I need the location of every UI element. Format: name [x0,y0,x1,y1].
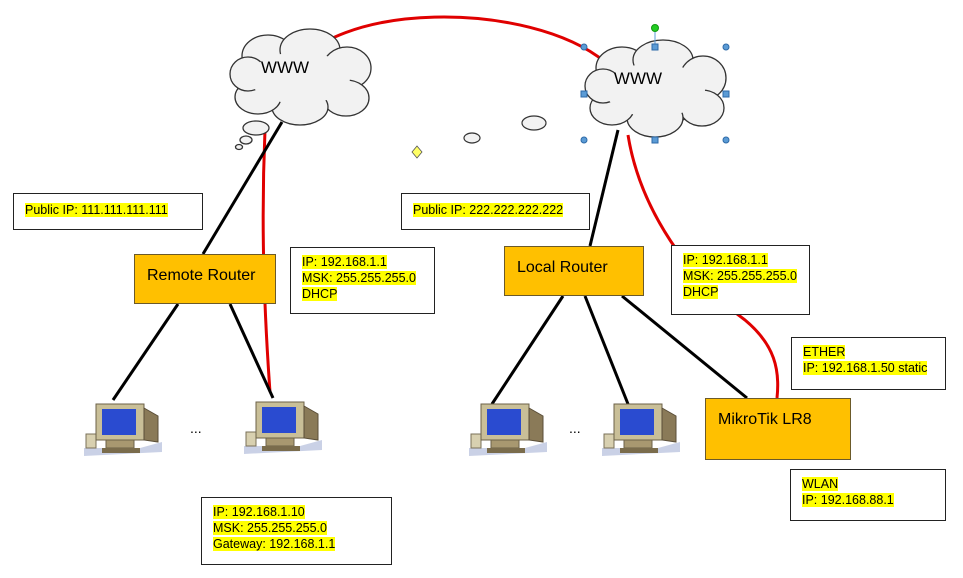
remote-router[interactable]: Remote Router [134,254,276,304]
mikrotik-router[interactable]: MikroTik LR8 [705,398,851,460]
ellipsis-remote: ... [190,420,202,436]
adjust-handle[interactable] [411,145,423,159]
local-lan-box[interactable]: IP: 192.168.1.1 MSK: 255.255.255.0 DHCP [671,245,810,315]
box-line: Gateway: 192.168.1.1 [213,537,336,551]
link-local-pc1 [490,295,565,405]
link-remote-pc1 [111,303,180,401]
ether-box[interactable]: ETHER IP: 192.168.1.50 static [791,337,946,390]
client-box[interactable]: IP: 192.168.1.10 MSK: 255.255.255.0 Gate… [201,497,392,565]
mikrotik-router-label: MikroTik LR8 [718,411,812,428]
link-cloud-remote-router [201,121,284,255]
thought-bubble-small [463,132,481,144]
pc-icon [469,403,547,456]
box-line: MSK: 255.255.255.0 [683,269,797,283]
red-link-remote [261,129,272,393]
pc-icon [84,403,162,456]
box-line: IP: 192.168.1.50 static [803,361,928,375]
box-line: IP: 192.168.1.1 [683,253,768,267]
box-line: IP: 192.168.1.10 [213,505,305,519]
cloud-left-label: WWW [261,58,309,77]
box-line: DHCP [683,285,719,299]
box-line: IP: 192.168.88.1 [802,493,894,507]
link-cloud-local-router [588,129,620,247]
box-line: MSK: 255.255.255.0 [302,271,416,285]
cloud-right[interactable] [584,39,727,138]
box-line: WLAN [802,477,839,491]
box-line: Public IP: 111.111.111.111 [25,203,168,217]
link-remote-pc2 [228,303,275,399]
local-public-ip-box[interactable]: Public IP: 222.222.222.222 [401,193,590,230]
box-line: IP: 192.168.1.1 [302,255,387,269]
link-local-pc2 [583,295,630,405]
remote-router-label: Remote Router [147,267,256,284]
wlan-box[interactable]: WLAN IP: 192.168.88.1 [790,469,946,521]
pc-icon [602,403,680,456]
local-router-label: Local Router [517,259,608,276]
local-router[interactable]: Local Router [504,246,644,296]
cloud-right-label: WWW [614,69,662,88]
link-local-mikrotik [621,294,748,400]
thought-bubble-large [521,115,547,131]
ellipsis-local: ... [569,420,581,436]
box-line: Public IP: 222.222.222.222 [413,203,564,217]
box-line: ETHER [803,345,846,359]
pc-icon [244,401,322,454]
remote-public-ip-box[interactable]: Public IP: 111.111.111.111 [13,193,203,230]
box-line: DHCP [302,287,338,301]
selection-handles[interactable] [580,24,730,144]
cloud-left [229,28,372,151]
box-line: MSK: 255.255.255.0 [213,521,327,535]
remote-lan-box[interactable]: IP: 192.168.1.1 MSK: 255.255.255.0 DHCP [290,247,435,314]
